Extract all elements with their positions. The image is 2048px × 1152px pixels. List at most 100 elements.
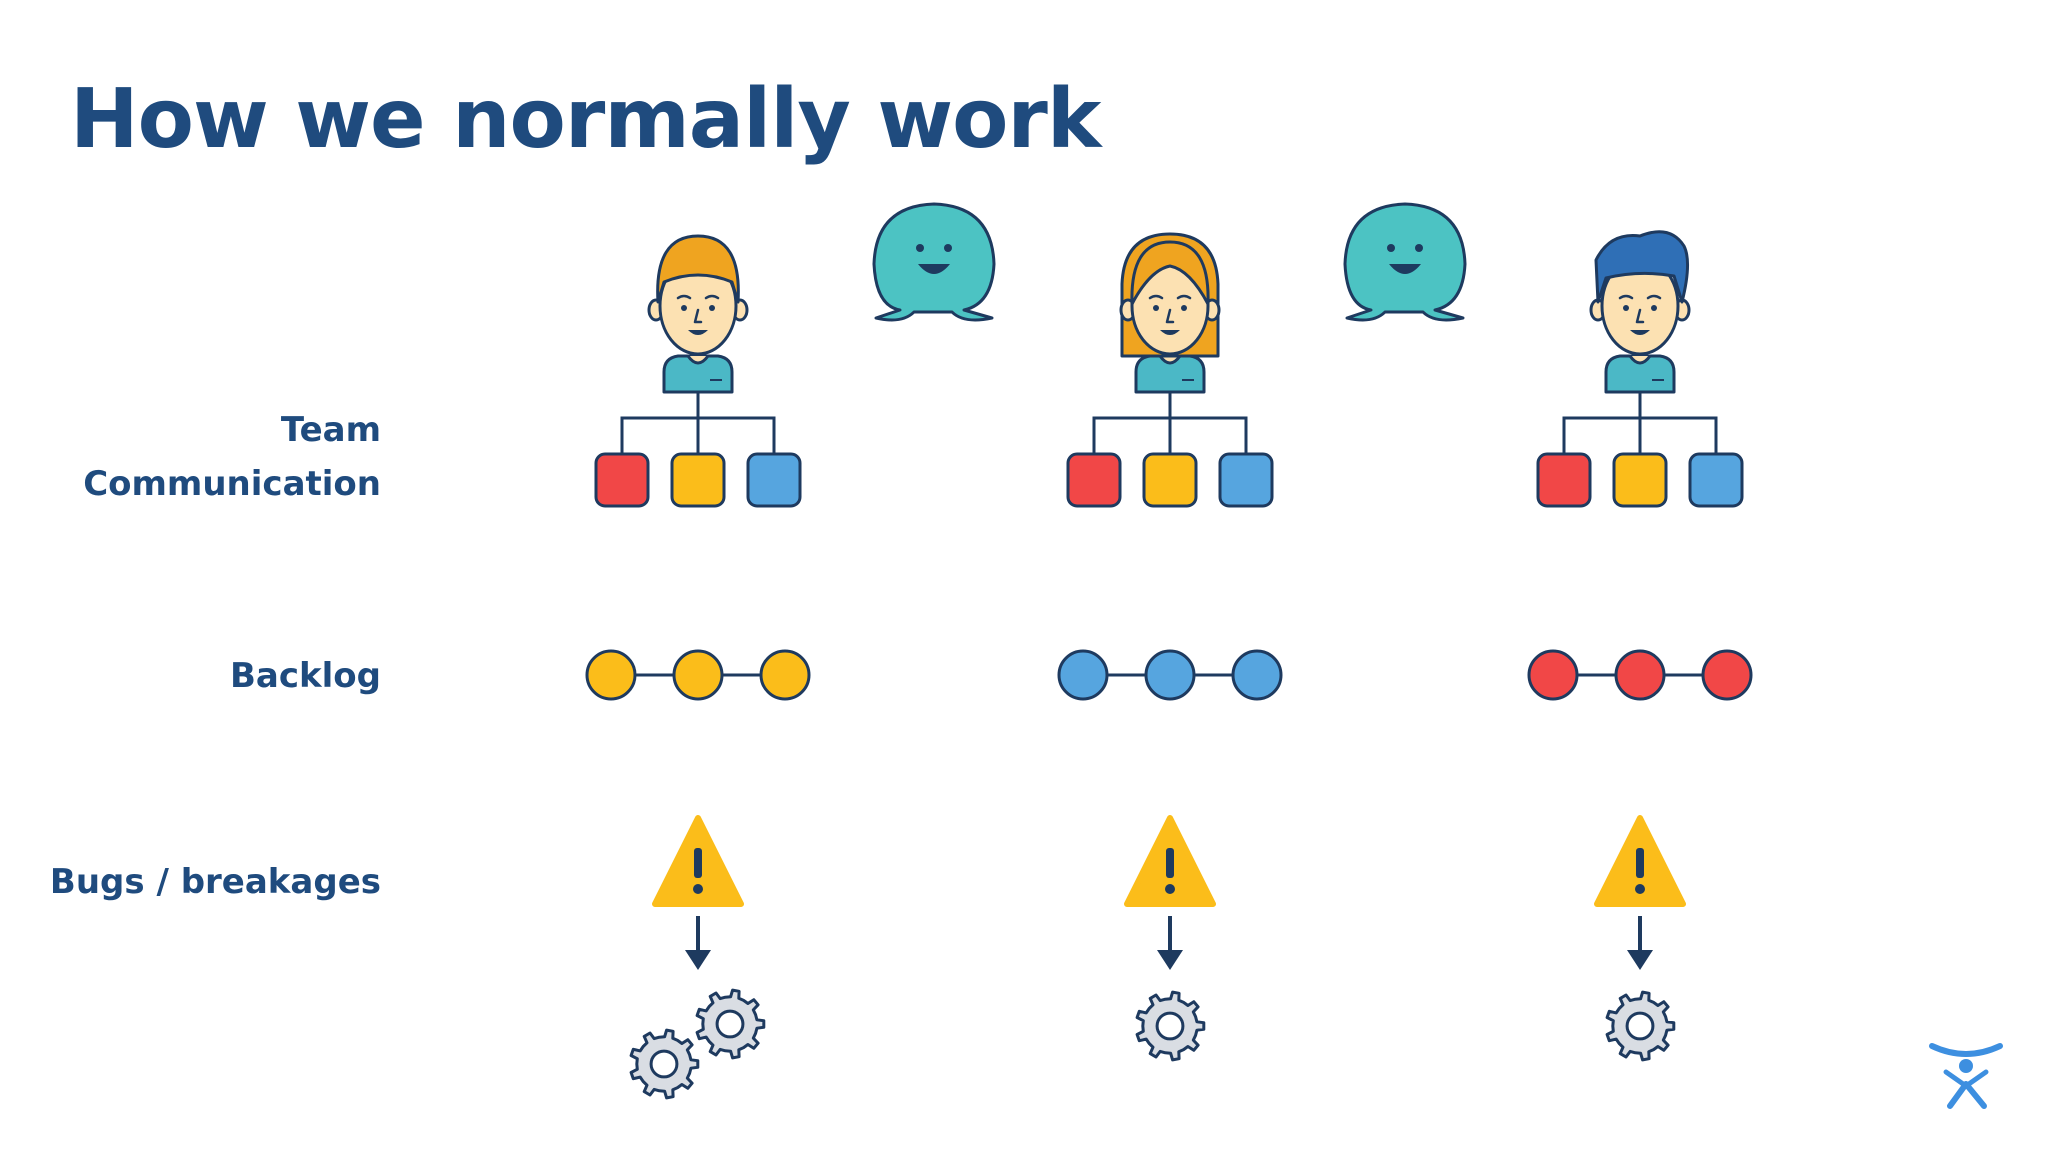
eye xyxy=(1623,305,1629,311)
task-box xyxy=(670,452,726,508)
logo-arc xyxy=(1929,1043,2003,1057)
backlog-item xyxy=(1701,649,1753,701)
backlog-chain xyxy=(1057,649,1283,701)
task-box xyxy=(1142,452,1198,508)
backlog-item xyxy=(1144,649,1196,701)
speech-bubble-shape xyxy=(872,202,996,322)
neck xyxy=(1628,355,1652,365)
spiky-hair xyxy=(1594,230,1689,304)
bubble-eye xyxy=(916,244,924,252)
nose xyxy=(1165,308,1175,324)
nose xyxy=(693,308,703,324)
row-label-line: Communication xyxy=(83,464,381,504)
mouth xyxy=(688,330,708,335)
task-box xyxy=(1612,452,1668,508)
task-box xyxy=(1688,452,1744,508)
task-box xyxy=(1218,452,1274,508)
backlog-item xyxy=(1231,649,1283,701)
person-3 xyxy=(1527,230,1753,1062)
mouth xyxy=(1630,330,1650,335)
warning-triangle-icon xyxy=(1594,815,1686,970)
task-box xyxy=(1536,452,1592,508)
backlog-chain xyxy=(585,649,811,701)
mouth xyxy=(1160,330,1180,335)
task-org-chart xyxy=(1066,392,1274,508)
org-connector xyxy=(1562,392,1718,456)
logo-head xyxy=(1959,1059,1973,1073)
task-box xyxy=(746,452,802,508)
backlog-item xyxy=(759,649,811,701)
atlassian-logo-icon xyxy=(1929,1043,2003,1109)
gear-hole xyxy=(1155,1011,1185,1041)
bubble-eye xyxy=(1415,244,1423,252)
warning-triangle-icon xyxy=(1124,815,1216,970)
person-avatar-icon xyxy=(647,234,749,394)
arrow-head xyxy=(1627,950,1653,970)
backlog-item xyxy=(672,649,724,701)
backlog-item xyxy=(1527,649,1579,701)
row-label-line: Bugs / breakages xyxy=(49,862,381,902)
warning-exclamation-dot xyxy=(1165,884,1175,894)
task-org-chart xyxy=(594,392,802,508)
backlog-item xyxy=(1614,649,1666,701)
warning-exclamation-dot xyxy=(1635,884,1645,894)
arrow-head xyxy=(1157,950,1183,970)
row-label-line: Team xyxy=(280,410,381,450)
row-label-team-communication: Team Communication xyxy=(83,403,381,511)
gear-icon xyxy=(1135,990,1206,1062)
bubble-mouth xyxy=(1389,264,1421,274)
smiling-speech-bubble-icon xyxy=(1343,202,1467,322)
neck xyxy=(1158,355,1182,365)
short-hair xyxy=(656,234,740,304)
org-connector xyxy=(620,392,776,456)
eye xyxy=(1181,305,1187,311)
warning-triangle-icon xyxy=(652,815,744,970)
neck xyxy=(686,355,710,365)
smiling-speech-bubble-icon xyxy=(872,202,996,322)
speech-bubble-shape xyxy=(1343,202,1467,322)
eyebrow xyxy=(1148,294,1164,300)
eye xyxy=(681,305,687,311)
gear-icon xyxy=(1605,990,1676,1062)
backlog-item xyxy=(585,649,637,701)
arrow-head xyxy=(685,950,711,970)
gears xyxy=(1605,990,1676,1062)
backlog-chain xyxy=(1527,649,1753,701)
eye xyxy=(1651,305,1657,311)
gear-hole xyxy=(715,1009,745,1039)
eyebrow xyxy=(1176,294,1192,300)
gear-hole xyxy=(1625,1011,1655,1041)
task-box xyxy=(594,452,650,508)
backlog-item xyxy=(1057,649,1109,701)
bubble-eye xyxy=(1387,244,1395,252)
warning-exclamation xyxy=(694,848,702,878)
row-label-backlog: Backlog xyxy=(230,649,381,703)
warning-exclamation-dot xyxy=(693,884,703,894)
logo-legs xyxy=(1947,1081,1987,1109)
fringe-hair xyxy=(1130,240,1210,306)
gears xyxy=(1135,990,1206,1062)
slide-title: How we normally work xyxy=(70,72,1101,167)
eyebrow xyxy=(1646,294,1662,300)
gear-icon xyxy=(629,1028,700,1100)
gear-icon xyxy=(695,988,766,1060)
shirt xyxy=(1604,354,1676,394)
bubble-eye xyxy=(944,244,952,252)
person-avatar-icon xyxy=(1119,232,1221,394)
row-label-bugs-breakages: Bugs / breakages xyxy=(50,855,381,909)
bubble-mouth xyxy=(918,264,950,274)
task-box xyxy=(1066,452,1122,508)
eyebrow xyxy=(676,294,692,300)
org-connector xyxy=(1092,392,1248,456)
row-label-line: Backlog xyxy=(230,656,381,696)
eye xyxy=(709,305,715,311)
warning-exclamation xyxy=(1166,848,1174,878)
gear-hole xyxy=(649,1049,679,1079)
task-org-chart xyxy=(1536,392,1744,508)
shirt xyxy=(662,354,734,394)
person-2 xyxy=(1057,232,1283,1062)
nose xyxy=(1635,308,1645,324)
gears xyxy=(629,988,766,1100)
